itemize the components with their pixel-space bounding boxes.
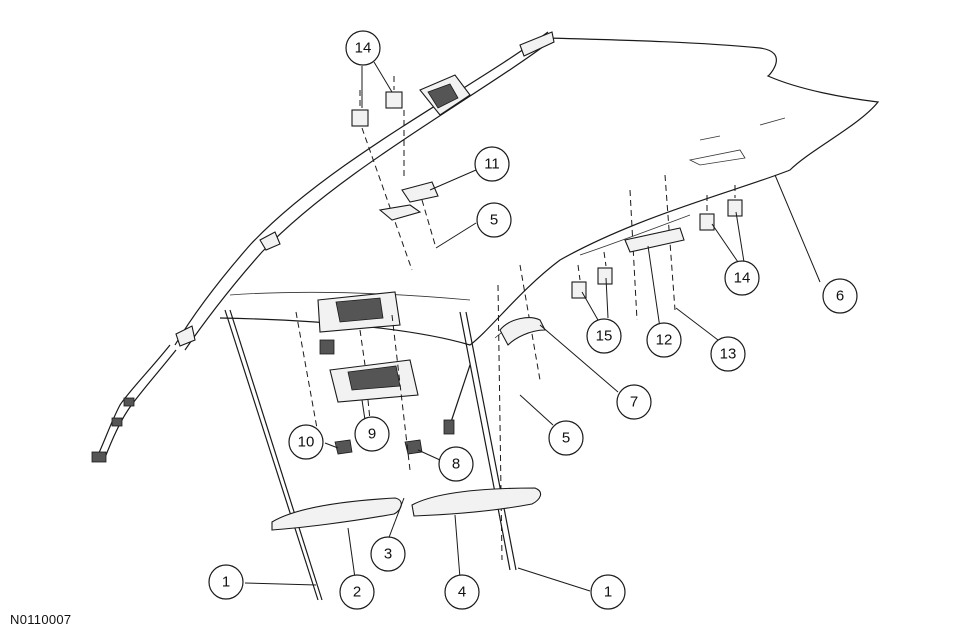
side-airbag-rail (91, 31, 555, 463)
callout-label: 14 (355, 40, 372, 57)
wiring-connector (443, 364, 471, 435)
screw-lines (224, 174, 676, 601)
callout-5-bottom: 5 (548, 420, 584, 456)
callout-label: 11 (484, 156, 500, 173)
callouts: 14 11 5 6 14 15 12 13 (208, 30, 858, 610)
callout-label: 10 (298, 434, 315, 451)
callout-2: 2 (339, 574, 375, 610)
callout-label: 8 (452, 456, 460, 473)
callout-1-left: 1 (208, 564, 244, 600)
coat-hook-11 (378, 110, 439, 249)
clip-group-14-top (351, 76, 413, 271)
callout-label: 9 (368, 426, 376, 443)
grab-handle-12 (624, 227, 685, 253)
sun-visor-4 (411, 487, 542, 517)
callout-label: 3 (384, 546, 392, 563)
callout-5-top: 5 (476, 202, 512, 238)
clip-10 (334, 439, 353, 455)
callout-label: 14 (734, 270, 751, 287)
callout-7: 7 (616, 384, 652, 420)
callout-label: 1 (222, 574, 230, 591)
callout-label: 12 (656, 332, 673, 349)
callout-11: 11 (474, 146, 510, 182)
callout-label: 2 (353, 584, 361, 601)
clip-group-15 (571, 251, 613, 299)
callout-6: 6 (822, 278, 858, 314)
callout-label: 5 (490, 212, 498, 229)
callout-14-right: 14 (724, 260, 760, 296)
callout-label: 6 (836, 288, 844, 305)
callout-15: 15 (586, 318, 622, 354)
callout-label: 1 (604, 584, 612, 601)
callout-label: 13 (720, 346, 737, 363)
callout-8: 8 (438, 446, 474, 482)
callout-label: 5 (562, 430, 570, 447)
callout-10: 10 (288, 424, 324, 460)
callout-label: 15 (596, 328, 613, 345)
leader-lines (244, 61, 821, 592)
headliner-panel (219, 37, 880, 346)
overhead-console-9 (317, 291, 419, 421)
callout-4: 4 (444, 574, 480, 610)
callout-14-top: 14 (345, 30, 381, 66)
grab-handle-7 (499, 317, 546, 346)
clip-group-14-right (699, 185, 743, 231)
callout-1-right: 1 (590, 574, 626, 610)
callout-13: 13 (710, 336, 746, 372)
callout-label: 7 (630, 394, 638, 411)
callout-12: 12 (646, 322, 682, 358)
figure-id-label: N0110007 (10, 612, 72, 627)
callout-3: 3 (370, 536, 406, 572)
callout-9: 9 (354, 416, 390, 452)
callout-label: 4 (458, 584, 466, 601)
